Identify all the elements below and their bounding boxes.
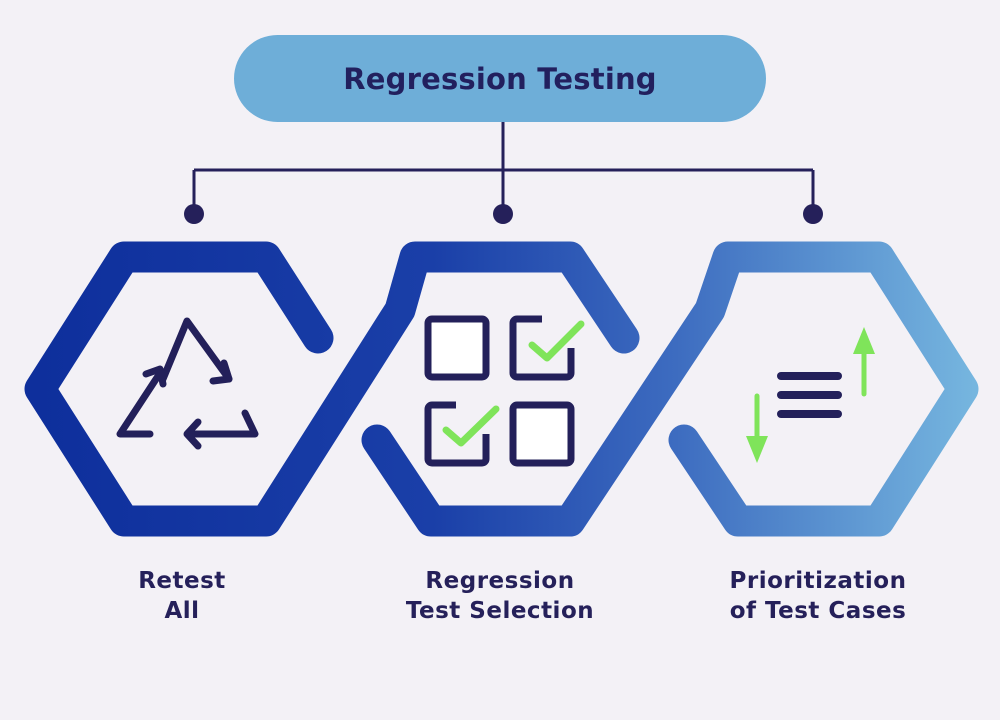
label-line: Regression bbox=[425, 568, 575, 594]
hexagon-chain bbox=[24, 241, 979, 537]
label-line: All bbox=[164, 598, 200, 624]
hexagon-retest-all bbox=[24, 241, 640, 537]
connector-lines bbox=[192, 122, 815, 213]
arrow-up-icon bbox=[853, 327, 875, 397]
recycle-icon bbox=[116, 317, 259, 450]
label-line: of Test Cases bbox=[729, 598, 907, 624]
connector-dot-center bbox=[493, 204, 513, 224]
hexagon-test-selection bbox=[361, 241, 979, 537]
sort-priority-icon bbox=[746, 327, 875, 463]
arrow-down-icon bbox=[746, 393, 768, 463]
label-line: Retest bbox=[138, 568, 226, 594]
title-node: Regression Testing bbox=[234, 35, 766, 122]
diagram-title: Regression Testing bbox=[343, 61, 657, 96]
connector-dot-left bbox=[184, 204, 204, 224]
label-prioritization: Prioritization of Test Cases bbox=[688, 566, 948, 626]
check-mark-icon-bottom bbox=[442, 405, 500, 447]
connector-dot-right bbox=[803, 204, 823, 224]
checkbox-grid-icon bbox=[424, 312, 585, 467]
label-retest-all: Retest All bbox=[52, 566, 312, 626]
check-mark-icon-top bbox=[528, 320, 585, 362]
label-regression-test-selection: Regression Test Selection bbox=[370, 566, 630, 626]
label-line: Prioritization bbox=[729, 568, 907, 594]
label-line: Test Selection bbox=[405, 598, 595, 624]
checkbox-empty-top-left bbox=[424, 315, 490, 381]
checkbox-empty-bottom-right bbox=[509, 401, 575, 467]
